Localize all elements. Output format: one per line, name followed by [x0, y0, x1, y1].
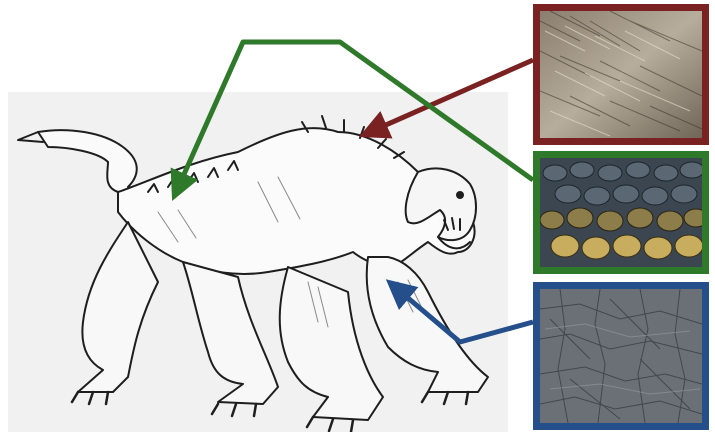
scales-texture-swatch [533, 151, 709, 274]
scales-arrow [177, 42, 533, 190]
cracked-skin-texture-icon [540, 289, 702, 423]
fur-texture-icon [540, 11, 702, 138]
skin-arrow [395, 287, 533, 342]
scales-texture-icon [540, 158, 702, 267]
skin-texture-swatch [533, 282, 709, 430]
fur-texture-swatch [533, 4, 709, 145]
